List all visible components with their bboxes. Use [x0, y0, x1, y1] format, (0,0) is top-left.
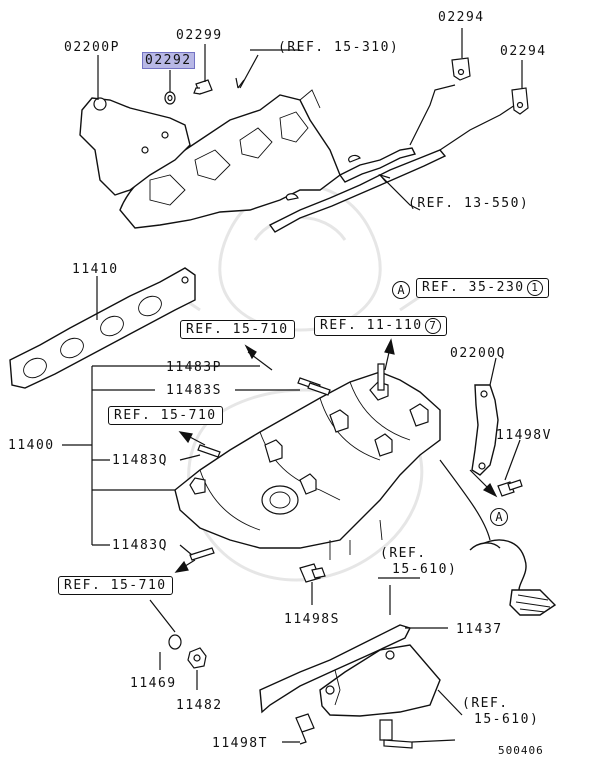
- label-11483Q-upper: 11483Q: [112, 453, 168, 468]
- label-11483P: 11483P: [166, 360, 222, 375]
- stud-11483S[interactable]: [307, 382, 331, 396]
- label-11483Q-lower: 11483Q: [112, 538, 168, 553]
- stud-11483Q-lower[interactable]: [189, 547, 215, 561]
- label-02200Q: 02200Q: [450, 346, 506, 361]
- bolt-11498T[interactable]: [295, 713, 315, 745]
- bolt-11498V[interactable]: [497, 479, 523, 497]
- exhaust-manifold[interactable]: [119, 89, 341, 229]
- washer-02292[interactable]: [164, 91, 176, 105]
- bracket-02200P[interactable]: [79, 97, 191, 196]
- breather-hose[interactable]: [469, 539, 557, 616]
- marker-a-bottom: A: [490, 508, 508, 526]
- label-11469: 11469: [130, 676, 177, 691]
- harness-bracket[interactable]: [268, 84, 516, 233]
- clip-02294-upper[interactable]: [451, 57, 471, 81]
- label-02292-highlighted[interactable]: 02292: [142, 52, 195, 69]
- label-11498V: 11498V: [496, 428, 552, 443]
- label-11498S: 11498S: [284, 612, 340, 627]
- ref-11-110-circle: 7: [424, 318, 441, 334]
- ref-15-610-lower-line2[interactable]: 15-610): [474, 712, 540, 727]
- long-bolt[interactable]: [379, 719, 413, 749]
- gasket-11410[interactable]: [9, 267, 196, 389]
- ref-15-710-lower[interactable]: REF. 15-710: [58, 576, 173, 595]
- ref-15-610-upper-line1[interactable]: (REF.: [380, 546, 427, 561]
- ref-15-610-lower-line1[interactable]: (REF.: [462, 696, 509, 711]
- intake-manifold-11400[interactable]: [174, 371, 441, 560]
- stud-11483Q-upper[interactable]: [197, 444, 221, 458]
- label-11483S: 11483S: [166, 383, 222, 398]
- label-11437: 11437: [456, 622, 503, 637]
- stay-11437[interactable]: [259, 624, 441, 717]
- bolt-02299[interactable]: [193, 79, 213, 95]
- label-02299: 02299: [176, 28, 223, 43]
- label-02200P: 02200P: [64, 40, 120, 55]
- ref-11-110-text: REF. 11-110: [320, 318, 423, 333]
- clip-02294-lower[interactable]: [511, 87, 529, 115]
- bracket-02200Q[interactable]: [471, 384, 499, 476]
- ref-13-550[interactable]: (REF. 13-550): [408, 196, 530, 211]
- ref-35-230-circle: 1: [526, 280, 543, 296]
- ref-15-610-upper-line2[interactable]: 15-610): [392, 562, 458, 577]
- marker-a-top: A: [392, 281, 410, 299]
- label-11498T: 11498T: [212, 736, 268, 751]
- nut-11482[interactable]: [187, 647, 207, 669]
- diagram-code: 500406: [498, 744, 544, 757]
- bolt-11498S[interactable]: [299, 563, 326, 583]
- ref-15-710-middle[interactable]: REF. 15-710: [108, 406, 223, 425]
- label-11482: 11482: [176, 698, 223, 713]
- washer-11469[interactable]: [168, 634, 182, 650]
- label-02294-lower: 02294: [500, 44, 547, 59]
- ref-35-230-text: REF. 35-230: [422, 280, 525, 295]
- label-11410: 11410: [72, 262, 119, 277]
- label-11400: 11400: [8, 438, 55, 453]
- ref-15-310[interactable]: (REF. 15-310): [278, 40, 400, 55]
- label-02294-upper: 02294: [438, 10, 485, 25]
- ref-15-710-upper[interactable]: REF. 15-710: [180, 320, 295, 339]
